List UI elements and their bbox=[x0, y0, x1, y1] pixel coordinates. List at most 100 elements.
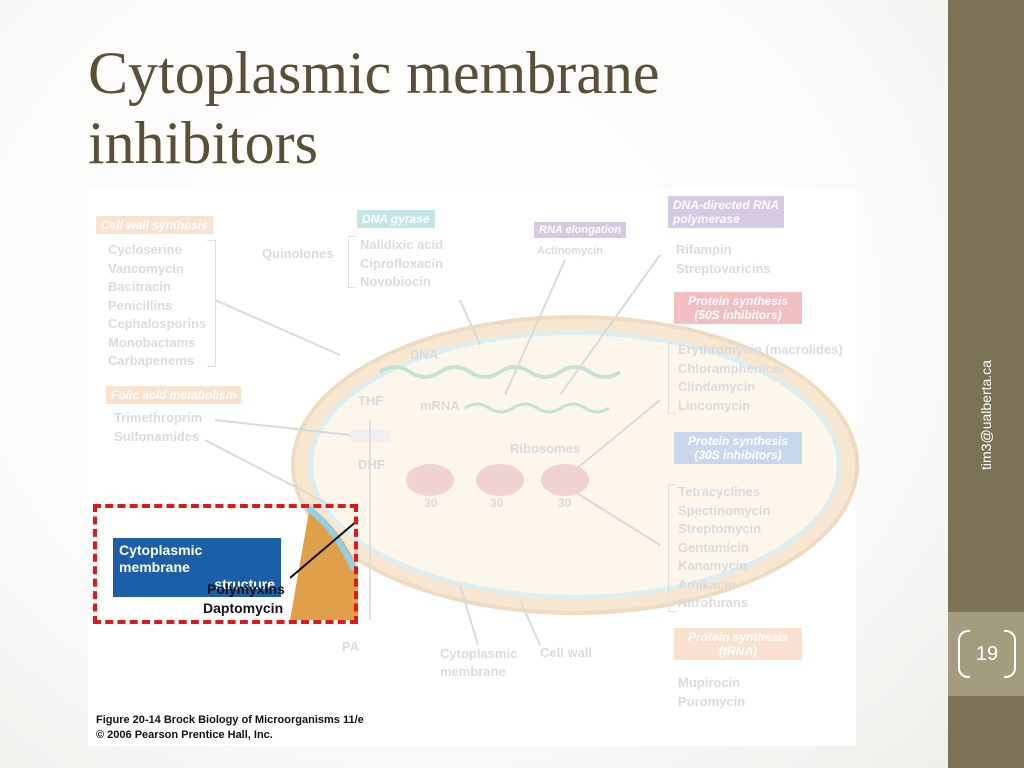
drug-item: Puromycin bbox=[678, 693, 746, 709]
label-line: membrane bbox=[440, 664, 506, 679]
protein-50s-header: Protein synthesis (50S inhibitors) bbox=[674, 292, 802, 324]
cytoplasmic-membrane-shape bbox=[309, 331, 841, 599]
drug-item: Vancomycin bbox=[108, 260, 184, 276]
drug-item: Spectinomycin bbox=[678, 502, 771, 518]
ribosome-2 bbox=[476, 464, 524, 496]
dna-gyrase-header: DNA gyrase bbox=[357, 210, 435, 228]
ribosome-50s-label: 50 bbox=[494, 465, 508, 479]
folic-acid-header: Folic acid metabolism bbox=[106, 386, 242, 404]
drug-item: Clindamycin bbox=[678, 379, 756, 394]
drug-item: Ciprofloxacin bbox=[360, 255, 444, 271]
membrane-cutaway bbox=[290, 505, 359, 620]
paba-label: PA bbox=[342, 639, 360, 654]
drug-item: Amikacin bbox=[678, 576, 736, 592]
ribosome-3 bbox=[541, 464, 589, 496]
protein-30s-header: Protein synthesis (30S inhibitors) bbox=[674, 432, 802, 464]
pointer-membrane bbox=[459, 584, 479, 646]
drug-item: Chloramphenicol bbox=[678, 360, 785, 376]
thf-label: THF bbox=[358, 393, 384, 408]
drug-item: Actinomycin bbox=[537, 245, 604, 257]
ribosome-30s-label: 30 bbox=[490, 496, 504, 510]
dna-gyrase-drug-list: Nalidixic acid Ciprofloxacin Novobiocin bbox=[360, 236, 443, 292]
cutaway-cell-wall bbox=[290, 506, 358, 620]
pointer-cell-wall-label bbox=[519, 599, 541, 646]
drug-item: Bacitracin bbox=[108, 279, 171, 294]
caption-line: Figure 20-14 Brock Biology of Microorgan… bbox=[96, 714, 364, 726]
drug-item: Mupirocin bbox=[678, 675, 741, 690]
header-line: (30S inhibitors) bbox=[694, 448, 782, 462]
drug-item: Streptomycin bbox=[678, 521, 762, 536]
cell-wall-synthesis-header: Cell wall synthesis bbox=[96, 216, 213, 234]
drug-item: Tetracyclines bbox=[678, 484, 761, 499]
label-line: Cytoplasmic bbox=[440, 646, 518, 661]
pointer-50s bbox=[574, 399, 661, 471]
drug-item: Kanamycin bbox=[678, 558, 748, 573]
rna-polymerase-header: DNA-directed RNA polymerase bbox=[668, 196, 785, 228]
membrane-pointer-line bbox=[290, 519, 359, 579]
header-line: structure bbox=[214, 576, 275, 592]
quinolones-bracket bbox=[348, 236, 355, 288]
page-number-tab bbox=[948, 612, 1024, 696]
drug-item: Carbapenems bbox=[108, 353, 194, 368]
pointer-30s bbox=[574, 491, 661, 546]
drug-item: Erythromycin (macrolides) bbox=[678, 342, 843, 357]
drug-item: Streptovaricins bbox=[676, 260, 771, 276]
page-number-bracket-left bbox=[958, 630, 970, 678]
cytoplasmic-membrane-structure-header: Cytoplasmic membrane structure bbox=[113, 538, 281, 597]
drug-item: Penicillins bbox=[108, 297, 173, 313]
page-number: 19 bbox=[958, 630, 1016, 678]
ribosomes-label: Ribosomes bbox=[510, 441, 581, 456]
pointer-rna-elongation bbox=[504, 259, 566, 396]
header-line: (50S inhibitors) bbox=[694, 308, 782, 322]
cell-wall-shape bbox=[291, 315, 859, 615]
header-line: Protein synthesis bbox=[687, 630, 789, 644]
protein-30s-drug-list: Tetracyclines Spectinomycin Streptomycin… bbox=[678, 483, 770, 613]
header-line: Protein synthesis bbox=[687, 294, 789, 308]
drug-item: Nalidixic acid bbox=[360, 237, 444, 252]
drug-polymyxins: Polymyxins bbox=[207, 581, 285, 597]
drug-item: Rifampin bbox=[676, 242, 732, 257]
cell-wall-label: Cell wall bbox=[540, 645, 593, 660]
drug-item: Cycloserine bbox=[108, 242, 182, 257]
folic-acid-drug-list: Trimethroprim Sulfonamides bbox=[114, 409, 202, 446]
drug-item: Gentamicin bbox=[678, 539, 749, 555]
drug-item: Lincomycin bbox=[678, 397, 751, 413]
protein-50s-bracket bbox=[668, 342, 675, 414]
drug-item: Cephalosporins bbox=[108, 316, 207, 331]
header-line: DNA-directed RNA bbox=[673, 198, 780, 212]
drug-item: Novobiocin bbox=[360, 274, 431, 289]
cutaway-membrane bbox=[306, 505, 357, 572]
protein-30s-bracket bbox=[668, 484, 675, 612]
dna-strand bbox=[378, 365, 622, 379]
mrna-strand bbox=[464, 402, 610, 414]
antibiotic-targets-figure bbox=[88, 190, 856, 746]
pointer-sulfonamide bbox=[204, 439, 331, 506]
drug-item: Sulfonamides bbox=[114, 428, 200, 444]
header-line: (tRNA) bbox=[719, 644, 757, 658]
header-line: Protein synthesis bbox=[687, 434, 789, 448]
cytoplasmic-membrane-label: Cytoplasmic membrane bbox=[440, 645, 517, 681]
highlight-box bbox=[93, 504, 358, 624]
protein-trna-header: Protein synthesis (tRNA) bbox=[674, 628, 802, 660]
page-number-bracket-right bbox=[1004, 630, 1016, 678]
dhf-label: DHF bbox=[358, 457, 385, 472]
drug-item: Nitrofurans bbox=[678, 595, 749, 610]
drug-item: Trimethroprim bbox=[114, 410, 203, 425]
figure-caption: Figure 20-14 Brock Biology of Microorgan… bbox=[96, 713, 364, 743]
ribosome-1 bbox=[406, 464, 454, 496]
slide-title: Cytoplasmic membrane inhibitors bbox=[88, 40, 660, 176]
quinolones-label: Quinolones bbox=[262, 246, 334, 261]
caption-line: © 2006 Pearson Prentice Hall, Inc. bbox=[96, 729, 273, 741]
ribosome-30s-label: 30 bbox=[424, 496, 438, 510]
pointer-folate bbox=[214, 419, 351, 436]
cell-wall-bracket bbox=[207, 240, 216, 367]
folate-enzyme-block bbox=[350, 430, 390, 442]
protein-50s-drug-list: Erythromycin (macrolides) Chloramphenico… bbox=[678, 341, 843, 415]
ribosome-50s-label: 50 bbox=[560, 465, 574, 479]
author-email: tim3@ualberta.ca bbox=[978, 360, 994, 470]
pointer-cell-wall bbox=[214, 299, 341, 356]
mrna-label: mRNA bbox=[420, 398, 460, 413]
protein-trna-drug-list: Mupirocin Puromycin bbox=[678, 674, 745, 711]
rna-elongation-header: RNA elongation bbox=[534, 222, 627, 238]
page-number-value: 19 bbox=[975, 643, 999, 665]
